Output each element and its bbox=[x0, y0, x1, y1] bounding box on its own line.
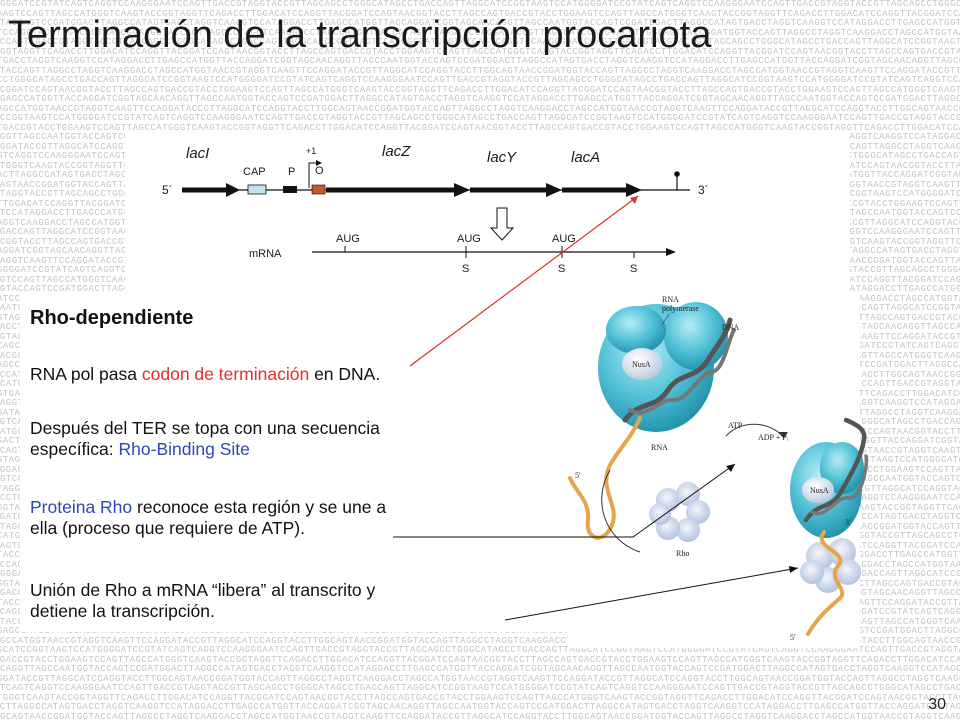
stop-codon-highlight: codon de terminación bbox=[141, 364, 310, 384]
dna-sequence-row: AGCCATGGTAACCGTAGGTCAAGTTCCAGGATACCGTTAG… bbox=[0, 635, 960, 646]
slide-title: Terminación de la transcripción procario… bbox=[8, 14, 712, 56]
p2-line2a: específica: bbox=[30, 439, 119, 459]
dna-sequence-row: ATCCAGGTACCTTGGCAGTAACCGGATGGTACCAGTTAGG… bbox=[0, 27, 960, 38]
dna-sequence-row: TGACCTAGGTCAAGGTCCATAGGACCTTGAGCCATGGTTA… bbox=[0, 56, 960, 66]
paragraph-rna-pol: RNA pol pasa codon de terminación en DNA… bbox=[30, 364, 380, 385]
dna-sequence-row: GTACCAGTCCGATGGACTTAGGCCATAGTGACCTAGGTCA… bbox=[0, 18, 960, 28]
p4-line2: detiene la transcripción. bbox=[30, 601, 215, 621]
dna-sequence-row: ATGGGTCAAGTACCGGTAGGTTCAGACCTTGGACATCCAG… bbox=[0, 692, 960, 703]
p2-line2: específica: Rho-Binding Site bbox=[30, 439, 380, 460]
dna-sequence-row: GGCATCCGGTAAGTCCATGGGGATCCGTATCAGTCAGGTC… bbox=[0, 645, 960, 655]
paragraph-ter: Después del TER se topa con una secuenci… bbox=[30, 418, 380, 460]
dna-sequence-row: GCCTGGGCATAGCCTGACCAGTTAGGCATCCGGTAAGTCC… bbox=[0, 75, 960, 85]
dna-sequence-row: GGGATCCGTATCAGTCAGGTCCAAGGGAATCCAGTTGACC… bbox=[0, 0, 960, 9]
dna-sequence-row: ATCAGTCAGGTCCAAGGGAATCCAGTTGACCGTAGGTACC… bbox=[0, 683, 960, 693]
dna-sequence-row: TCCGGTAAGTCCATGGGGATCCGTATCAGTCAGGTCCAAG… bbox=[0, 113, 960, 123]
dna-sequence-row: AAGTCCAGTTAGCCATGGGTCAAGTACCGGTAGGTTCAGA… bbox=[0, 8, 960, 19]
rho-figure-panel bbox=[568, 292, 860, 648]
dna-sequence-row: GTGACCGTACCTGGAAGTCCAGTTAGCCATGGGTCAAGTA… bbox=[0, 122, 960, 133]
p3-line1b: reconoce esta región y se une a bbox=[132, 497, 387, 517]
p3-line1: Proteina Rho reconoce esta región y se u… bbox=[30, 497, 386, 518]
dna-sequence-row: TACGGATCCAGTAACGGTACCTTAGCCAGTGACCGTACCT… bbox=[0, 84, 960, 95]
dna-sequence-row: GGATACCGTTAGGCATCCAGGTACCTTGGCAGTAACCGGA… bbox=[0, 673, 960, 684]
dna-sequence-row: GTACCAGTTAGGCCTAGGTCAAGGACCTAGCCATGGTAAC… bbox=[0, 65, 960, 76]
page-number: 30 bbox=[928, 696, 946, 713]
dna-sequence-row: GTGACCGTACCTGGAAGTCCAGTTAGCCATGGGTCAAGTA… bbox=[0, 654, 960, 665]
dna-sequence-row: GACTTAGGCCATAGTGACCTAGGTCAAGGTCCATAGGACC… bbox=[0, 702, 960, 712]
rho-protein-highlight: Proteina Rho bbox=[30, 497, 133, 517]
dna-sequence-row: GCAGTAACCGGATGGTACCAGTTAGGCCTAGGTCAAGGAC… bbox=[0, 711, 960, 720]
p1-text-c: en DNA. bbox=[309, 364, 381, 384]
paragraph-rho-protein: Proteina Rho reconoce esta región y se u… bbox=[30, 497, 386, 539]
dna-sequence-row: CAGGTTAGCCAATGGTACCAGTCCGATGGACTTAGGCCAT… bbox=[0, 664, 960, 674]
paragraph-rho-release: Unión de Rho a mRNA “libera” al transcri… bbox=[30, 580, 375, 622]
dna-sequence-row: ATCCAGTTGACCGTAGGTACCGTTAGCAGCCTGGGCATAG… bbox=[0, 37, 960, 47]
rho-dependent-heading: Rho-dependiente bbox=[30, 307, 194, 329]
dna-sequence-row: GAGCCATGGTTACCAGGATCGGTAGCAACAGGTTAGCCAA… bbox=[0, 94, 960, 104]
rho-binding-site-highlight: Rho-Binding Site bbox=[118, 439, 250, 459]
dna-sequence-row: AGCCATGGTAACCGTAGGTCAAGTTCCAGGATACCGTTAG… bbox=[0, 103, 960, 114]
operon-diagram-panel bbox=[125, 130, 850, 292]
dna-sequence-row: GGTAGGTTCAGACCTTGGACATCCAGGTTACGGATCCAGT… bbox=[0, 46, 960, 57]
p2-line1: Después del TER se topa con una secuenci… bbox=[30, 418, 380, 438]
p1-text-a: RNA pol pasa bbox=[30, 364, 142, 384]
p3-line2: ella (proceso que requiere de ATP). bbox=[30, 518, 305, 538]
p4-line1: Unión de Rho a mRNA “libera” al transcri… bbox=[30, 580, 376, 600]
